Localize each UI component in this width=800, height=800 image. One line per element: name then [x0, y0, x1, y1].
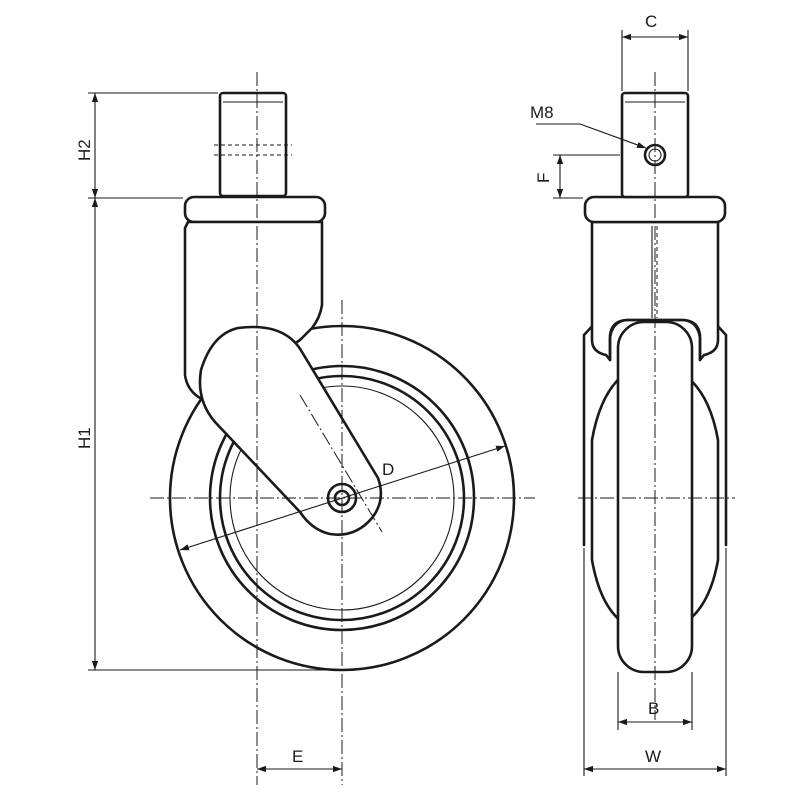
dim-b-label: B	[648, 699, 659, 718]
m8-label: M8	[530, 103, 554, 122]
dim-c-label: C	[645, 12, 657, 31]
dim-w-label: W	[645, 747, 661, 766]
dim-e-label: E	[292, 747, 303, 766]
front-wheel-body	[590, 374, 720, 624]
side-stem	[214, 91, 292, 198]
dim-h1-label: H1	[75, 427, 94, 449]
front-view: C M8 F B W	[530, 12, 735, 776]
dim-d-label: D	[382, 460, 394, 479]
side-top-plate	[183, 195, 327, 224]
dim-f-label: F	[534, 173, 553, 183]
dim-d-line	[179, 445, 506, 551]
side-view: D H2 H1 E	[75, 72, 535, 785]
dim-h2-label: H2	[75, 139, 94, 161]
